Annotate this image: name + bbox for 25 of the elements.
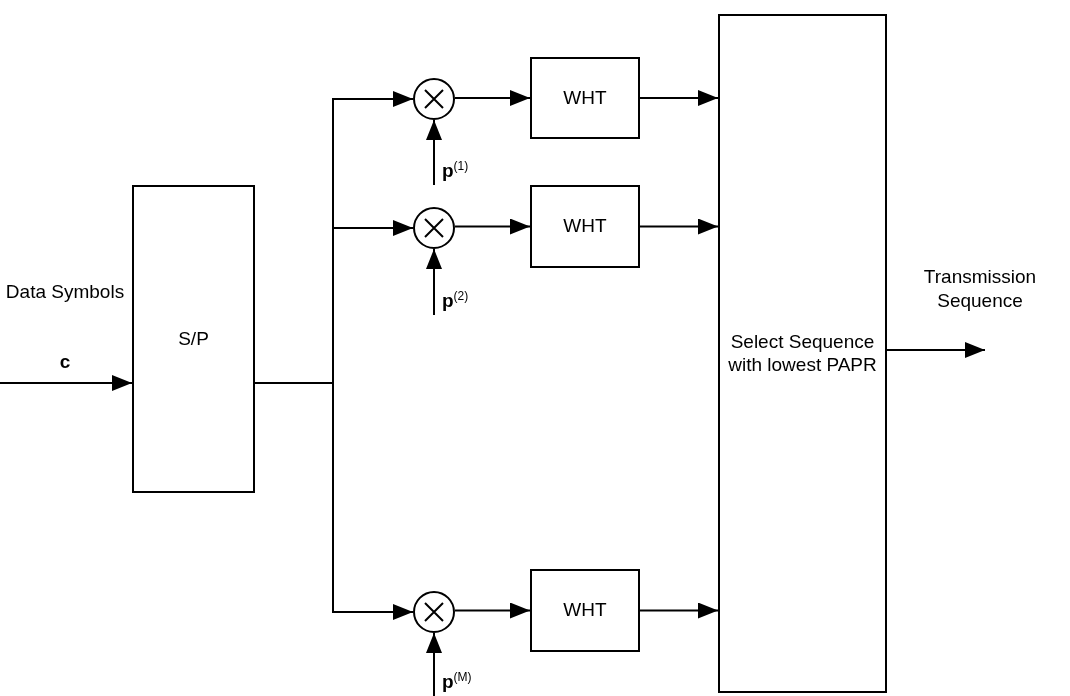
arrow [639, 90, 719, 106]
arrow [426, 119, 442, 186]
arrow [454, 90, 531, 106]
arrow [426, 632, 442, 696]
arrow [426, 248, 442, 316]
arrow [0, 375, 133, 391]
multiplier-circle [413, 591, 455, 633]
process-box: S/P [132, 185, 255, 493]
process-box: WHT [530, 57, 640, 139]
arrow [454, 602, 531, 619]
process-box: WHT [530, 569, 640, 652]
symbol-label: c [58, 350, 72, 374]
signal-label: Transmission Sequence [922, 265, 1038, 313]
edge-label: p$^{(M)}$ [442, 670, 472, 694]
edge-label: p$^{(2)}$ [442, 289, 469, 313]
signal-label: Data Symbols [5, 280, 125, 304]
arrow [639, 602, 719, 619]
multiplier-circle [413, 207, 455, 249]
arrow [454, 218, 531, 235]
arrow [886, 342, 986, 358]
multiplier-circle [413, 78, 455, 120]
selector-box: Select Sequence with lowest PAPR [718, 14, 887, 693]
arrow [639, 218, 719, 235]
process-box: WHT [530, 185, 640, 268]
edge-label: p$^{(1)}$ [442, 159, 469, 183]
